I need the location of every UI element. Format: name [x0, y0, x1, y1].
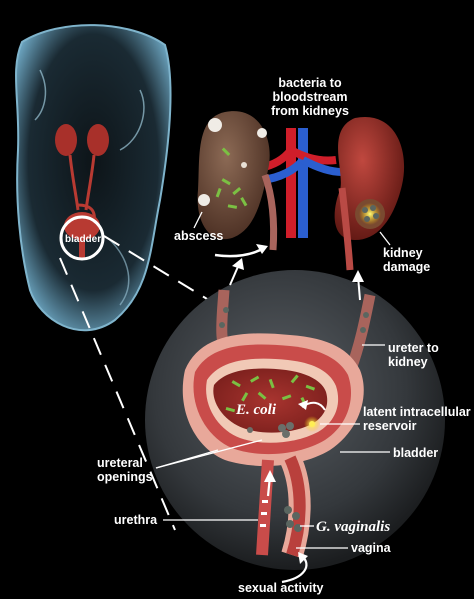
bladder-highlight-circle — [59, 215, 105, 261]
label-latent-line1: latent intracellular — [363, 405, 471, 419]
label-e-coli: E. coli — [235, 402, 277, 418]
label-latent-line2: reservoir — [363, 419, 417, 433]
label-bacteria-line3: from kidneys — [271, 104, 349, 118]
label-bacteria-line1: bacteria to — [278, 76, 342, 90]
zoom-line-lower — [59, 257, 176, 531]
label-ureter-line1: ureter to — [388, 341, 439, 355]
arrow-to-bloodstream — [214, 246, 265, 258]
leader-ureteral-2 — [155, 439, 263, 469]
label-bacteria-line2: bloodstream — [272, 90, 347, 104]
arrowhead-to-bloodstream — [256, 244, 268, 254]
label-kidney-damage-line2: damage — [383, 260, 430, 274]
kidney-left-infected — [197, 111, 278, 251]
body-silhouette — [15, 24, 172, 332]
label-bladder: bladder — [393, 446, 438, 460]
mini-urinary-tract — [55, 124, 109, 260]
label-urethra: urethra — [114, 513, 158, 527]
leader-kidney-damage — [379, 231, 391, 246]
label-bladder-inset: bladder — [65, 234, 101, 245]
label-ureter-line2: kidney — [388, 355, 428, 369]
zoom-line-upper — [103, 235, 213, 303]
label-kidney-damage-line1: kidney — [383, 246, 423, 260]
arrowhead-sexual-activity — [298, 552, 308, 564]
arrowhead-latent — [298, 400, 308, 410]
leader-abscess — [193, 211, 203, 229]
bladder-cross-section — [182, 333, 364, 559]
label-g-vaginalis: G. vaginalis — [316, 519, 390, 535]
label-sexual-activity: sexual activity — [238, 581, 324, 595]
label-ureteral-line2: openings — [97, 470, 153, 484]
arrowhead-urethra-up — [264, 470, 276, 482]
kidney-right-damaged — [334, 116, 405, 271]
label-ureteral-line1: ureteral — [97, 456, 143, 470]
label-vagina: vagina — [351, 541, 392, 555]
label-abscess: abscess — [174, 229, 223, 243]
